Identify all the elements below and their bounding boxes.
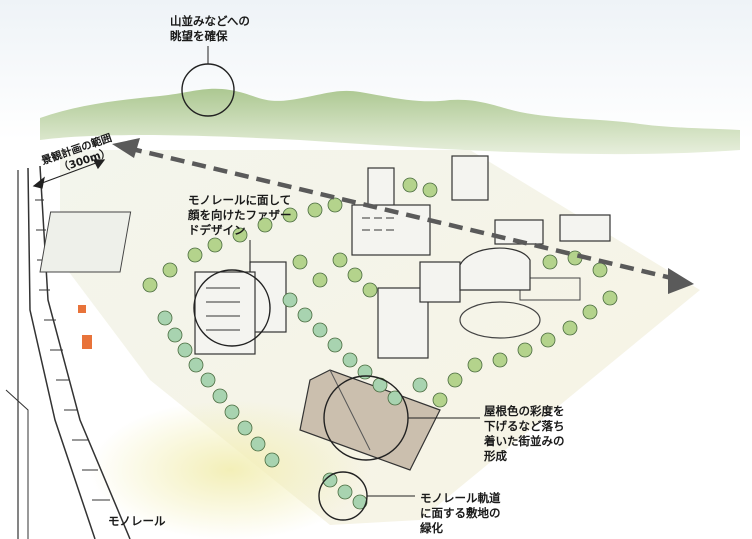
annotation-roof-color: 屋根色の彩度を 下げるなど落ち 着いた街並みの 形成 [484, 404, 565, 464]
sightline-arrow [112, 138, 694, 294]
roof-building [299, 369, 441, 471]
annotation-line: 着いた街並みの [484, 434, 565, 448]
annotation-greening: モノレール軌道 に面する敷地の 緑化 [420, 491, 501, 536]
annotation-line: 顔を向けたファザー [188, 208, 292, 222]
leader-lines [207, 46, 480, 497]
monorail-track [5, 165, 131, 539]
range-arrow [32, 159, 106, 189]
annotation-facade-design: モノレールに面して 顔を向けたファザー ドデザイン [188, 193, 292, 238]
annotation-mountain-view: 山並みなどへの 眺望を確保 [170, 14, 250, 44]
annotation-monorail: モノレール [108, 514, 166, 529]
buildings [194, 155, 611, 359]
annotation-line: 眺望を確保 [170, 29, 228, 43]
annotation-line: モノレール軌道 [420, 491, 501, 505]
sports-field [39, 211, 581, 339]
mountain-ridge [40, 88, 740, 155]
annotation-line: モノレールに面して [188, 193, 292, 207]
annotation-line: 山並みなどへの [170, 14, 250, 28]
annotation-line: 形成 [484, 449, 507, 463]
annotation-line: 緑化 [420, 521, 443, 535]
annotation-line: 屋根色の彩度を [484, 404, 565, 418]
annotation-line: 下げるなど落ち [484, 419, 565, 433]
green-glow [90, 400, 370, 539]
annotation-line: モノレール [108, 514, 166, 528]
annotation-line: ドデザイン [188, 223, 246, 237]
trees [142, 177, 618, 510]
annotation-line: に面する敷地の [420, 506, 501, 520]
